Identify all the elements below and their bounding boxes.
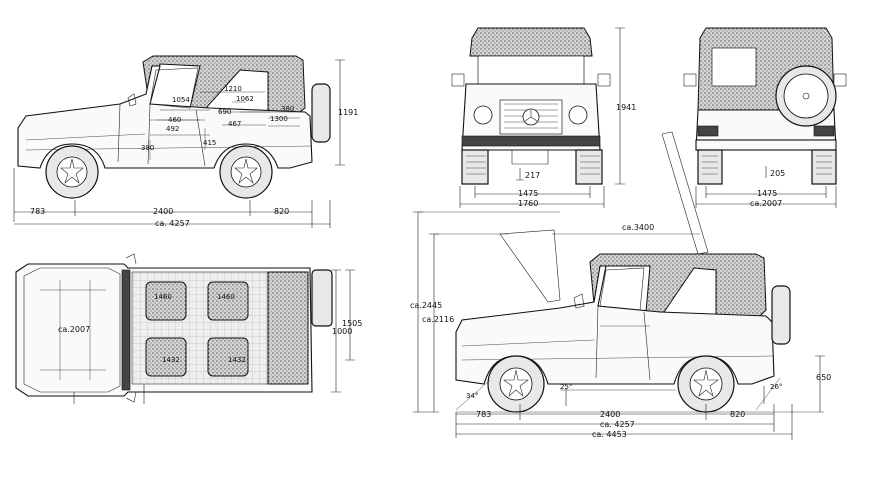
dim-tailgate-height: 650 bbox=[816, 373, 831, 382]
headlight-left bbox=[473, 105, 493, 125]
dim-seat: 1432 bbox=[162, 356, 180, 364]
front-bumper bbox=[461, 135, 601, 147]
dim-seat: 1460 bbox=[217, 293, 235, 301]
windscreen-frame bbox=[121, 269, 131, 391]
dim-interior: 380 bbox=[141, 144, 154, 152]
hood bbox=[23, 267, 121, 393]
dim-interior: 380 bbox=[281, 105, 294, 113]
rear-window bbox=[711, 47, 757, 87]
rear-tyre-right bbox=[811, 149, 837, 185]
mirror-left-icon bbox=[683, 73, 697, 87]
dim-interior: 492 bbox=[166, 125, 179, 133]
top-view: ca.2007 1460 1460 1432 1432 1505 1000 bbox=[15, 253, 362, 404]
front-soft-top bbox=[469, 27, 593, 57]
dim-front-track: 1475 bbox=[518, 189, 538, 198]
large-spare-wheel bbox=[771, 285, 791, 345]
dim-front-clearance: 217 bbox=[525, 171, 540, 180]
dim-height: 1191 bbox=[338, 108, 358, 117]
front-tyre-right bbox=[575, 149, 603, 185]
dim-interior: 460 bbox=[168, 116, 181, 124]
dim-interior: 1054 bbox=[172, 96, 190, 104]
folded-top bbox=[661, 131, 709, 255]
side-mirror-icon bbox=[127, 93, 137, 107]
dim-top-width: ca.2007 bbox=[58, 325, 90, 334]
headlight-right bbox=[568, 105, 588, 125]
mirror-right-icon bbox=[833, 73, 847, 87]
dim-large-overhang-rear: 820 bbox=[730, 410, 745, 419]
dim-interior: 690 bbox=[218, 108, 231, 116]
side-body bbox=[17, 65, 313, 169]
dim-length: ca. 4257 bbox=[155, 219, 190, 228]
body-lines bbox=[25, 111, 313, 151]
front-tyre-left bbox=[461, 149, 489, 185]
dim-interior: 1300 bbox=[270, 115, 288, 123]
dim-interior: 1062 bbox=[236, 95, 254, 103]
mirror-left-icon bbox=[451, 73, 465, 87]
dim-departure-angle: 26° bbox=[770, 383, 782, 391]
dim-rear-width: ca.2007 bbox=[750, 199, 782, 208]
dim-rear-track: 1475 bbox=[757, 189, 777, 198]
dim-seat: 1432 bbox=[228, 356, 246, 364]
dim-interior: 415 bbox=[203, 139, 216, 147]
dim-large-length: ca. 4257 bbox=[600, 420, 635, 429]
opened-hood bbox=[499, 229, 561, 303]
dim-front-height: 1941 bbox=[616, 103, 636, 112]
door-outline bbox=[117, 67, 206, 167]
seat-front-right bbox=[145, 337, 187, 377]
seat-rear-left bbox=[207, 281, 249, 321]
windscreen bbox=[477, 55, 585, 85]
dim-top-track: 1505 bbox=[342, 319, 362, 328]
front-view: 1941 217 1475 1760 bbox=[451, 27, 636, 208]
tail-light-right bbox=[813, 125, 835, 137]
large-side-view: ca.2445 ca.2116 ca.3400 34° 25° 26° 650 … bbox=[410, 131, 831, 440]
mirror-icon bbox=[125, 253, 137, 403]
dim-breakover-angle: 25° bbox=[560, 383, 572, 391]
soft-top bbox=[142, 55, 306, 113]
dim-front-width: 1760 bbox=[518, 199, 538, 208]
side-view: 783 2400 820 ca. 4257 1191 1054 1210 106… bbox=[13, 55, 358, 228]
dim-large-wheelbase: 2400 bbox=[600, 410, 620, 419]
large-door-outline bbox=[595, 267, 651, 381]
tail-light-left bbox=[697, 125, 719, 137]
rear-tyre-left bbox=[697, 149, 723, 185]
rear-view: 205 1475 ca.2007 bbox=[683, 27, 847, 208]
large-soft-top bbox=[589, 253, 767, 317]
dim-wheelbase: 2400 bbox=[153, 207, 173, 216]
spare-wheel-top bbox=[311, 269, 333, 327]
dim-top-interior: 1000 bbox=[332, 327, 352, 336]
dim-hood-open-height: ca.2445 bbox=[410, 301, 442, 310]
dim-interior: 1210 bbox=[224, 85, 242, 93]
rear-bumper bbox=[695, 139, 837, 151]
dim-overhang-rear: 820 bbox=[274, 207, 289, 216]
dim-top-open-height: ca.3400 bbox=[622, 223, 654, 232]
rear-cargo-area bbox=[267, 271, 309, 385]
dim-seat: 1460 bbox=[154, 293, 172, 301]
seat-front-left bbox=[145, 281, 187, 321]
dim-large-length-spare: ca. 4453 bbox=[592, 430, 627, 439]
seat-rear-right bbox=[207, 337, 249, 377]
dim-interior: 467 bbox=[228, 120, 241, 128]
mirror-right-icon bbox=[597, 73, 611, 87]
dim-rear-clearance: 205 bbox=[770, 169, 785, 178]
side-mirror-icon bbox=[573, 293, 585, 309]
spare-wheel bbox=[311, 83, 331, 143]
dim-large-height: ca.2116 bbox=[422, 315, 454, 324]
dim-overhang-front: 783 bbox=[30, 207, 45, 216]
dim-approach-angle: 34° bbox=[466, 392, 478, 400]
dim-large-overhang-front: 783 bbox=[476, 410, 491, 419]
